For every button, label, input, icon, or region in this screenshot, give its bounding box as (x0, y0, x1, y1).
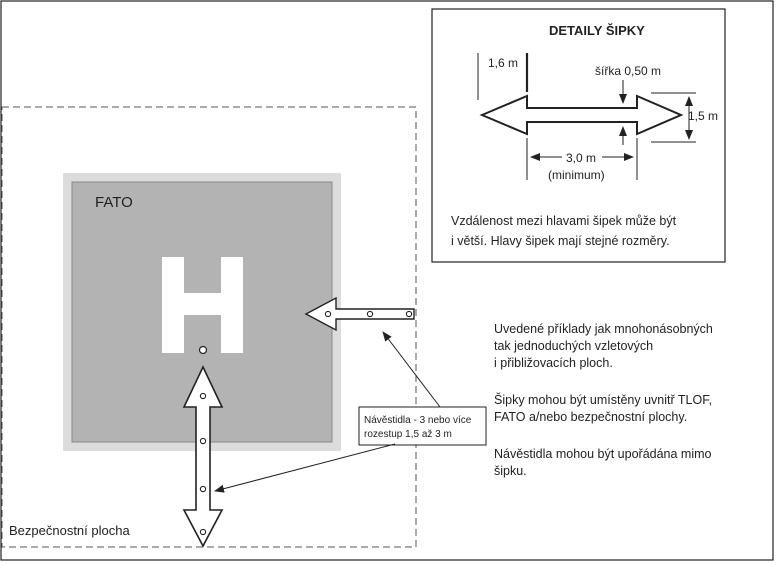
detail-note-line2: i větší. Hlavy šipek mají stejné rozměry… (451, 234, 670, 248)
h-marking (162, 257, 243, 353)
centre-light (198, 345, 208, 355)
safety-area-border (1, 106, 417, 548)
callout-line2: rozestup 1,5 až 3 m (364, 429, 452, 440)
note-p3-line2: šipku. (494, 464, 527, 478)
dim-head-height (651, 92, 696, 143)
vertical-arrow-lights (199, 392, 207, 536)
dim-length (526, 138, 638, 180)
dim-length-label: 3,0 m (566, 151, 596, 165)
callout-line1: Návěstidla - 3 nebo více (364, 415, 472, 426)
dim-tail (477, 53, 529, 100)
note-p1-line3: i přibližovacích ploch. (494, 356, 613, 370)
note-p1-line1: Uvedené příklady jak mnohonásobných (494, 322, 713, 336)
detail-arrow (479, 94, 684, 136)
horizontal-approach-arrow (304, 296, 415, 332)
note-p3-line1: Návěstidla mohou být upořádána mimo (494, 447, 712, 461)
note-p1-line2: tak jednoduchých vzletových (494, 339, 653, 353)
horizontal-arrow-lights (324, 310, 413, 318)
note-p2-line2: FATO a/nebo bezpečnostní plochy. (494, 410, 687, 424)
callout-box (358, 406, 487, 446)
detail-box (431, 8, 726, 263)
dim-head-height-label: 1,5 m (688, 109, 718, 123)
note-p2-line1: Šipky mohou být umístěny uvnitř TLOF, (494, 392, 712, 407)
callout-leader-top (382, 331, 441, 408)
dim-length-note: (minimum) (548, 168, 605, 182)
notes-panel: Uvedené příklady jak mnohonásobných tak … (494, 322, 713, 478)
detail-note-line1: Vzdálenost mezi hlavami šipek může být (451, 214, 677, 228)
callout-leader-bottom (214, 443, 396, 493)
safety-area-label: Bezpečnostní plocha (9, 523, 130, 538)
dim-shaft-width-label: šířka 0,50 m (595, 64, 661, 78)
dim-tail-label: 1,6 m (488, 56, 518, 70)
vertical-double-arrow (182, 365, 224, 548)
detail-title: DETAILY ŠIPKY (549, 23, 645, 38)
fato-label: FATO (95, 194, 133, 211)
